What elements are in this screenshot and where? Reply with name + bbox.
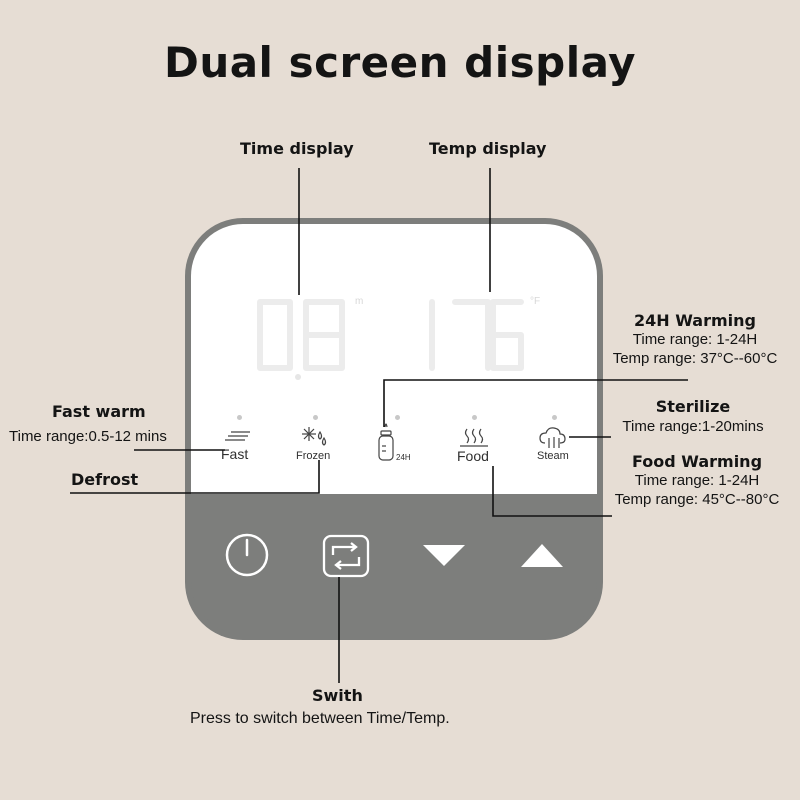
time-digit-0	[257, 299, 293, 371]
fast-warm-desc: Time range:0.5-12 mins	[9, 428, 167, 445]
warming-24h-block: 24H Warming Time range: 1-24H Temp range…	[600, 311, 790, 368]
food-indicator-dot	[472, 415, 477, 420]
steam-indicator-dot	[552, 415, 557, 420]
switch-cycle-icon	[322, 534, 370, 578]
frozen-indicator-dot	[313, 415, 318, 420]
sterilize-block: Sterilize Time range:1-20mins	[612, 397, 774, 437]
fast-warm-icon	[225, 431, 250, 441]
warming-24h-title: 24H Warming	[634, 311, 756, 330]
down-button[interactable]	[423, 545, 465, 566]
mode-label-24h: 24H	[396, 453, 411, 462]
temp-unit: °F	[530, 296, 541, 307]
time-digit-8	[303, 299, 345, 371]
food-warming-title: Food Warming	[631, 452, 763, 471]
temp-digit-7	[452, 299, 491, 371]
time-colon-dot	[295, 374, 301, 380]
warming-24h-pointer	[383, 379, 688, 427]
food-steam-icon	[460, 428, 488, 447]
defrost-pointer	[70, 460, 320, 494]
time-display-label: Time display	[240, 139, 354, 158]
food-warming-temp: Temp range: 45°C--80°C	[614, 491, 780, 508]
power-button[interactable]	[225, 533, 269, 577]
baby-bottle-icon	[378, 423, 394, 461]
defrost-title: Defrost	[71, 470, 139, 489]
snowflake-icon	[302, 427, 327, 446]
mode-label-fast: Fast	[221, 446, 249, 462]
mode-label-steam: Steam	[537, 450, 569, 462]
fast-indicator-dot	[237, 415, 242, 420]
time-digits	[257, 299, 345, 371]
time-unit: m	[355, 296, 364, 307]
24h-indicator-dot	[395, 415, 400, 420]
mode-label-food: Food	[457, 448, 489, 464]
temp-display-label: Temp display	[429, 139, 547, 158]
food-warming-block: Food Warming Time range: 1-24H Temp rang…	[602, 452, 792, 509]
warming-24h-temp: Temp range: 37°C--60°C	[612, 350, 778, 367]
food-warming-time: Time range: 1-24H	[634, 472, 760, 489]
warming-24h-time: Time range: 1-24H	[632, 331, 758, 348]
power-icon	[225, 533, 269, 577]
sterilize-desc: Time range:1-20mins	[622, 418, 764, 435]
temp-digits	[429, 299, 524, 371]
page-title: Dual screen display	[163, 38, 637, 87]
down-arrow-icon	[423, 545, 465, 566]
mode-label-frozen: Frozen	[296, 450, 331, 462]
temp-digit-6	[490, 299, 524, 371]
switch-title: Swith	[312, 686, 363, 705]
steam-cloud-icon	[539, 427, 566, 448]
sterilize-title: Sterilize	[655, 397, 731, 416]
up-arrow-icon	[521, 544, 563, 567]
fast-warm-title: Fast warm	[52, 402, 146, 421]
switch-button[interactable]	[322, 534, 370, 578]
switch-desc: Press to switch between Time/Temp.	[190, 710, 450, 727]
food-warming-pointer	[492, 466, 612, 517]
up-button[interactable]	[521, 544, 563, 567]
